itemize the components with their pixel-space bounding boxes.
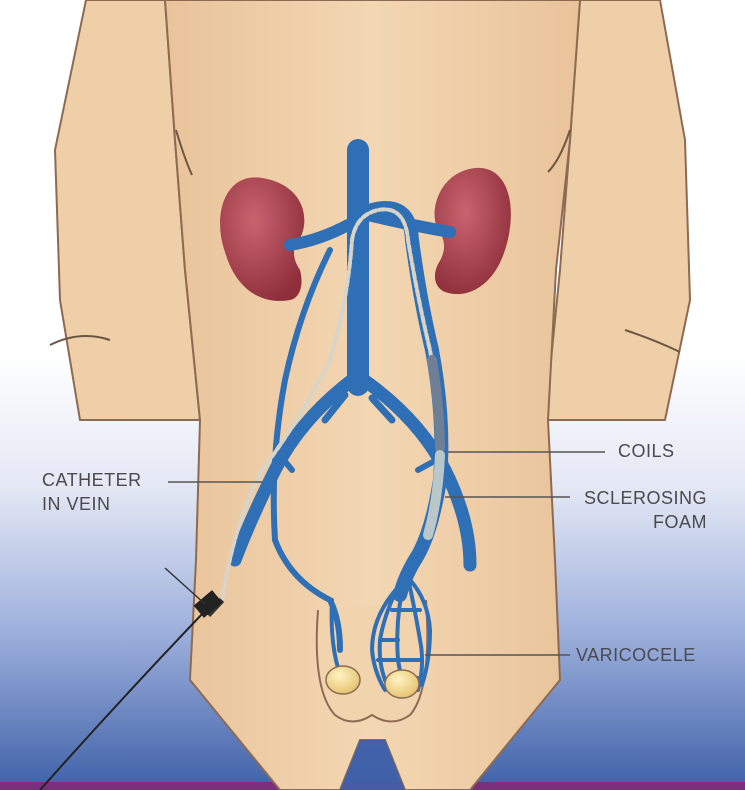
sclerosing-foam-label: SCLEROSING FOAM <box>584 486 707 534</box>
sclerosing-label-line2: FOAM <box>584 510 707 534</box>
sclerosing-label-line1: SCLEROSING <box>584 486 707 510</box>
coils-label-text: COILS <box>618 439 675 463</box>
varicocele-label: VARICOCELE <box>576 643 696 667</box>
varicocele-label-text: VARICOCELE <box>576 643 696 667</box>
right-testis <box>385 670 419 698</box>
catheter-label-line1: CATHETER <box>42 468 142 492</box>
coils-label: COILS <box>618 439 675 463</box>
catheter-label: CATHETER IN VEIN <box>42 468 142 516</box>
catheter-label-line2: IN VEIN <box>42 492 142 516</box>
left-testis <box>326 666 360 694</box>
